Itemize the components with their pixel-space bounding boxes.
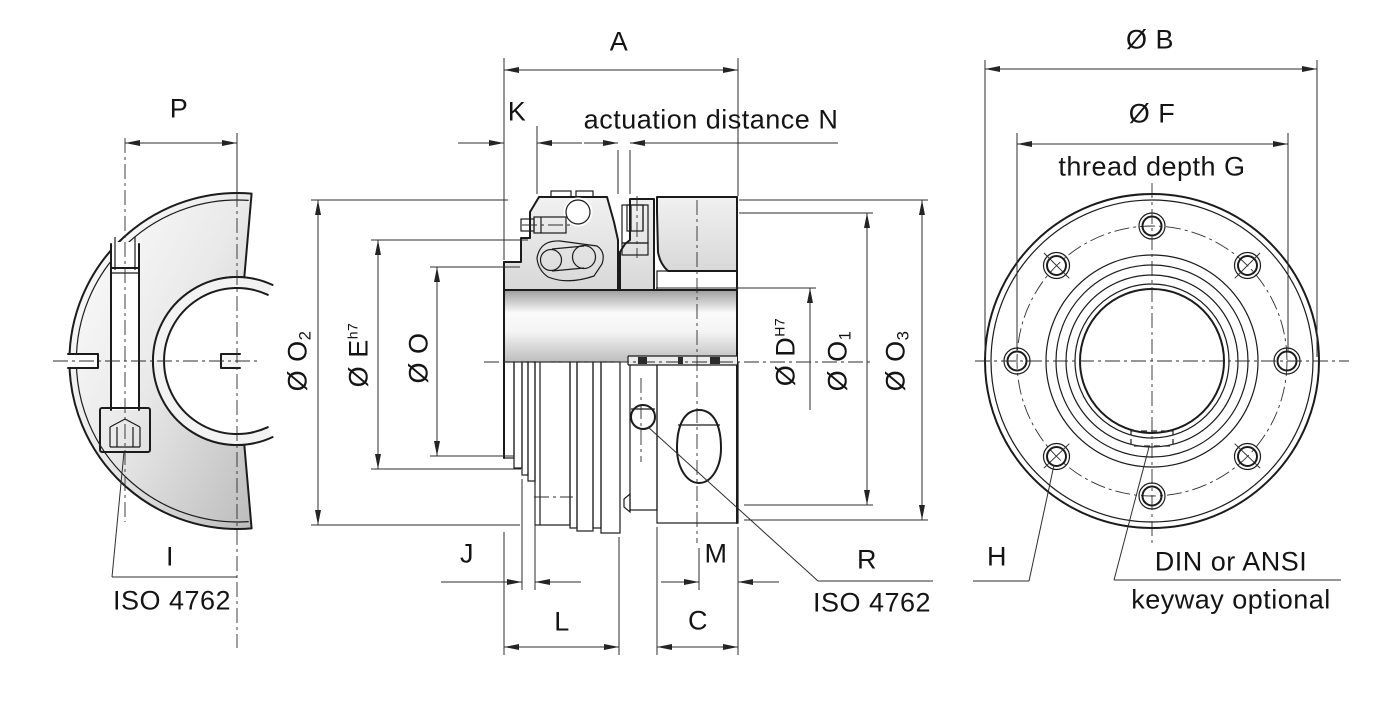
dim-o2 [311, 199, 520, 526]
dim-d [656, 287, 816, 410]
dim-m [661, 527, 779, 655]
dim-label-m: M [704, 538, 728, 569]
dim-e [371, 239, 528, 470]
dim-f [1016, 133, 1289, 352]
dim-label-o3: Ø O3 [880, 330, 913, 392]
dim-label-actuation-distance-n: actuation distance N [583, 104, 839, 135]
hub-cylinders [503, 355, 739, 534]
dim-n [584, 140, 838, 194]
note-keyway-line2: keyway optional [1131, 584, 1331, 615]
dim-p [125, 133, 238, 192]
dim-l [503, 532, 620, 655]
callout-label-i-standard: ISO 4762 [112, 585, 232, 616]
callout-label-r: R [857, 544, 877, 575]
callout-i-leader [111, 451, 237, 578]
dim-b [984, 60, 1318, 357]
bearing-ball-left [539, 248, 563, 272]
dim-label-o2: Ø O2 [282, 330, 315, 392]
dim-label-e-h7: Ø Eh7 [343, 322, 374, 388]
dim-o3 [739, 199, 928, 521]
callout-label-i: I [165, 541, 175, 572]
dim-label-f: Ø F [1128, 98, 1176, 129]
bearing-cavity [536, 240, 604, 282]
dim-label-l: L [554, 606, 570, 637]
right-view [973, 60, 1349, 582]
dim-label-j: J [460, 538, 474, 569]
clamp-screw-hole [630, 404, 656, 430]
dim-label-p: P [169, 93, 189, 124]
access-hole [676, 409, 722, 484]
dim-label-a: A [609, 26, 629, 57]
callout-h-leader [973, 464, 1055, 582]
middle-centerlines [484, 196, 870, 543]
left-view-centerlines [53, 138, 258, 648]
callout-label-r-standard: ISO 4762 [812, 587, 932, 618]
callout-r-leader [647, 426, 933, 582]
bearing-ball-right [571, 244, 597, 270]
dim-label-k: K [507, 96, 527, 127]
dim-label-b: Ø B [1125, 24, 1175, 55]
dim-a [503, 58, 739, 260]
dim-label-o1: Ø O1 [822, 330, 855, 392]
left-view [53, 133, 274, 648]
note-thread-depth-g: thread depth G [1058, 151, 1246, 182]
callout-keyway-leader [1113, 446, 1341, 581]
output-hub [656, 361, 739, 524]
dim-c [656, 527, 738, 655]
dim-label-d-h7: Ø DH7 [770, 317, 801, 387]
armature-section [503, 190, 655, 291]
dim-label-c: C [688, 605, 708, 636]
dim-o [430, 266, 520, 457]
middle-view [311, 58, 933, 655]
dim-o1 [739, 212, 873, 506]
note-keyway-line1: DIN or ANSI [1154, 546, 1308, 577]
dim-j [441, 479, 581, 590]
dim-label-o: Ø O [403, 332, 434, 384]
detent-ball [565, 199, 591, 225]
right-centerlines [975, 183, 1349, 544]
callout-label-h: H [987, 541, 1007, 572]
bore-band [503, 196, 738, 524]
dim-k [458, 126, 582, 194]
